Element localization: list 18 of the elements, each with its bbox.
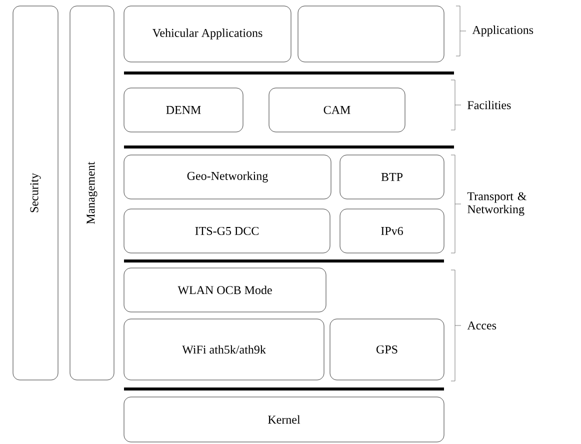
layer-box: Kernel: [124, 396, 444, 442]
layer-box: IPv6: [340, 208, 444, 254]
layer-label: Transport & Networking: [467, 192, 527, 216]
layer-box: DENM: [124, 88, 244, 132]
layer-box: Geo-Networking: [124, 154, 332, 200]
layer-box: BTP: [340, 154, 444, 200]
layer-box: Vehicular Applications: [124, 6, 292, 62]
layer-box: Management: [70, 6, 114, 380]
layer-label: Facilities: [468, 100, 511, 110]
layer-box: ITS-G5 DCC: [124, 208, 330, 254]
layer-label: Acces: [467, 321, 496, 330]
layer-box: WLAN OCB Mode: [124, 268, 326, 312]
layer-box: Security: [12, 6, 58, 380]
layer-label: Applications: [472, 26, 534, 36]
empty-box: [298, 6, 444, 62]
layer-box: GPS: [330, 318, 444, 380]
layer-box: CAM: [268, 88, 406, 132]
layer-box: WiFi ath5k/ath9k: [124, 318, 324, 380]
